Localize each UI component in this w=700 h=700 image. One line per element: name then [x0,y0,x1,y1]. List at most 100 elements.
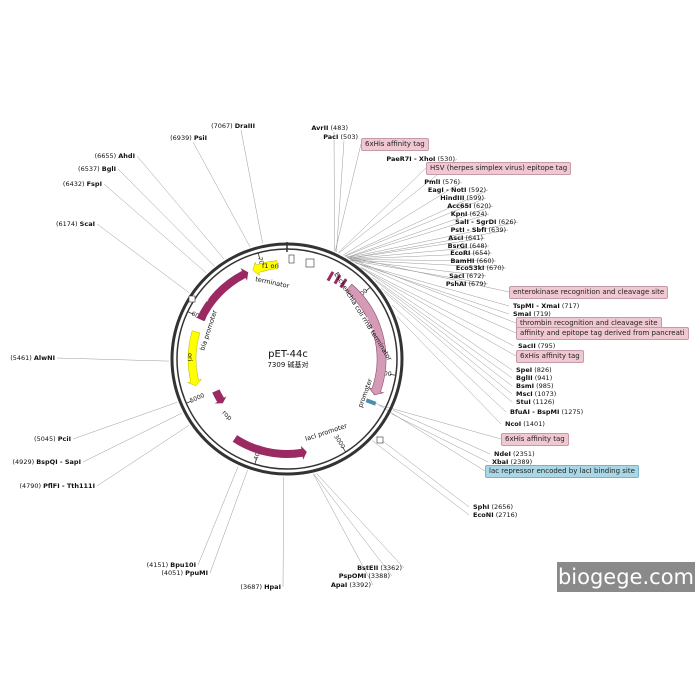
bp-tick-label: 3000 [332,434,346,451]
site-leader [82,412,183,463]
plasmid-name: pET-44c [268,349,308,360]
terminator-label: terminator [255,275,291,290]
restriction-site: PspOMI (3388) [339,572,390,580]
restriction-site: MscI (1073) [516,390,556,398]
laci-label: lacI [305,442,318,453]
site-leader [72,402,178,440]
bp-tick [186,400,192,404]
site-leader [345,197,487,257]
site-leader [351,259,487,277]
bp-tick [389,373,396,376]
site-leader [197,466,239,566]
restriction-site: PshAI (679) [446,280,486,288]
site-leader-lines [56,129,519,588]
nusa-feature-arrow [345,283,387,396]
feature-tag: 6xHis affinity tag [501,433,569,446]
restriction-site: EcoNI (2716) [473,511,517,519]
restriction-site: (6174) ScaI [56,220,95,228]
tag-marker [333,274,342,285]
restriction-site: XbaI (2389) [492,458,532,466]
feature-tag: 6xHis affinity tag [516,350,584,363]
site-leader [96,223,190,294]
rop-feature-arrow [212,389,227,404]
site-leader [348,229,509,259]
site-leader [192,141,251,248]
restriction-site: (6655) AhdI [95,152,135,160]
tag-leader [344,255,510,293]
restriction-site: NcoI (1401) [505,420,545,428]
ori-feature-arrow [186,330,203,387]
restriction-site: KpnI (624) [451,210,487,218]
rrnb-terminator-label: Escherichia coli rrnB terminator [332,271,393,363]
restriction-site: SphI (2656) [473,503,513,511]
bp-tick [365,286,371,292]
site-leader [349,252,493,260]
site-leader [361,267,515,347]
restriction-site: PmlI (576) [424,178,460,186]
restriction-site: (4929) BspQI - SapI [13,458,81,466]
restriction-site: (6939) PsiI [170,134,207,142]
restriction-site: HindIII (599) [440,194,484,202]
bp-tick [342,446,347,453]
tag-leader [347,257,517,324]
site-leader [363,269,513,371]
restriction-site: SmaI (719) [513,310,551,318]
restriction-site: SalI - SgrDI (626) [455,218,516,226]
site-leader [103,183,207,274]
tag-leader [373,401,486,472]
site-leader [350,259,497,262]
restriction-site: (3687) HpaI [240,583,281,591]
tag-marker [339,278,348,289]
restriction-site: SpeI (826) [516,366,552,374]
site-leader [240,129,263,244]
restriction-site: BamHI (660) [450,257,494,265]
element-box [288,254,295,264]
restriction-site-labels: AvrII (483)PacI (503)PaeR7I - XhoI (530)… [10,122,583,591]
site-leader [372,277,513,379]
site-leader [342,181,463,256]
restriction-site: (5461) AlwNI [10,354,55,362]
bp-tick [254,458,257,465]
restriction-site: BsmI (985) [516,382,554,390]
feature-tag: HSV (herpes simplex virus) epitope tag [426,162,572,175]
restriction-site: EagI - NotI (592) [428,186,486,194]
bla-feature-arrow [196,268,249,322]
site-leader [380,287,513,395]
site-leader [333,131,335,252]
site-leader [313,473,374,586]
tag-leader [337,167,427,254]
lac-operator-marker [365,398,377,406]
restriction-site: TspMI - XmaI (717) [513,302,579,310]
tag-leader [349,259,517,334]
restriction-site: ApaI (3392) [331,581,371,589]
restriction-site: AvrII (483) [311,124,348,132]
restriction-site: PstI - SbfI (639) [451,226,506,234]
restriction-site: BstEII (3362) [357,564,402,572]
element-box [376,436,384,444]
site-leader [349,245,490,260]
restriction-site: (4151) Bpu10I [147,561,196,569]
site-leader [391,413,489,463]
site-leader [347,221,519,258]
bp-tick [257,252,261,259]
site-leader [336,140,345,252]
site-leader [347,213,490,258]
site-leader [393,410,491,455]
restriction-site: StuI (1126) [516,398,555,406]
restriction-site: (6432) FspI [63,180,102,188]
tag-leader [334,143,362,253]
feature-tag: enterokinase recognition and cleavage si… [509,286,669,299]
restriction-site: (4051) PpuMI [161,569,208,577]
site-leader [56,357,170,362]
site-leader [376,435,470,508]
bp-tick [187,311,194,315]
site-leader [355,262,510,315]
site-leader [351,259,507,269]
bp-tick-label: 5000 [189,392,206,405]
restriction-site: EcoRI (654) [450,249,490,257]
site-leader [136,155,225,260]
f1-ori-feature-arrow [252,260,278,277]
feature-tag: affinity and epitope tag derived from pa… [516,327,689,340]
restriction-site: AscI (641) [448,234,483,242]
